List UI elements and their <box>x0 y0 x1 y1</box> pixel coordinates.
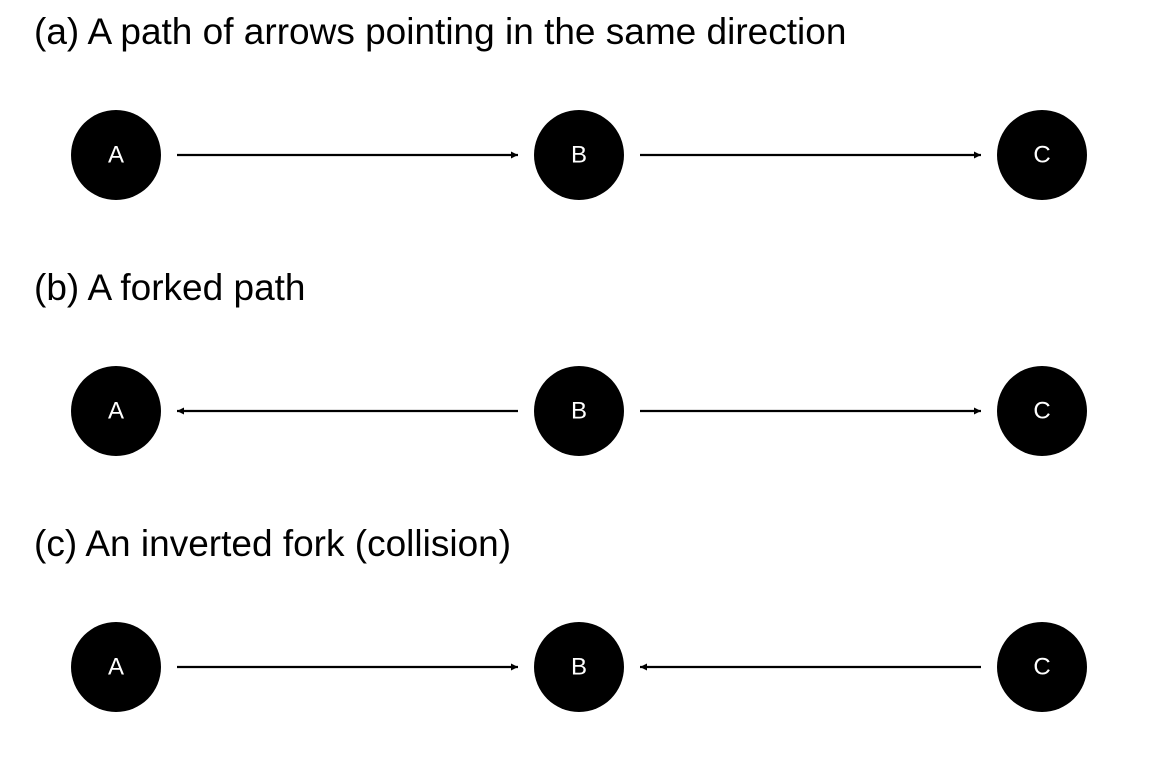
node-label: A <box>108 142 124 169</box>
node-a-c: C <box>997 110 1087 200</box>
panel-c-title: (c) An inverted fork (collision) <box>34 523 512 564</box>
node-label: B <box>571 654 587 681</box>
node-label: B <box>571 142 587 169</box>
node-circle <box>71 622 161 712</box>
panel-a-title: (a) A path of arrows pointing in the sam… <box>34 11 847 52</box>
node-label: A <box>108 398 124 425</box>
node-label: B <box>571 398 587 425</box>
node-circle <box>997 110 1087 200</box>
node-circle <box>71 366 161 456</box>
node-a-a: A <box>71 110 161 200</box>
node-circle <box>534 366 624 456</box>
node-circle <box>71 110 161 200</box>
node-b-a: A <box>71 366 161 456</box>
node-b-b: B <box>534 366 624 456</box>
node-circle <box>997 366 1087 456</box>
node-c-b: B <box>534 622 624 712</box>
panel-b-title: (b) A forked path <box>34 267 306 308</box>
node-circle <box>534 622 624 712</box>
node-circle <box>534 110 624 200</box>
node-c-c: C <box>997 622 1087 712</box>
node-b-c: C <box>997 366 1087 456</box>
node-label: C <box>1033 398 1050 425</box>
node-a-b: B <box>534 110 624 200</box>
node-label: C <box>1033 654 1050 681</box>
node-c-a: A <box>71 622 161 712</box>
node-label: A <box>108 654 124 681</box>
node-circle <box>997 622 1087 712</box>
node-label: C <box>1033 142 1050 169</box>
